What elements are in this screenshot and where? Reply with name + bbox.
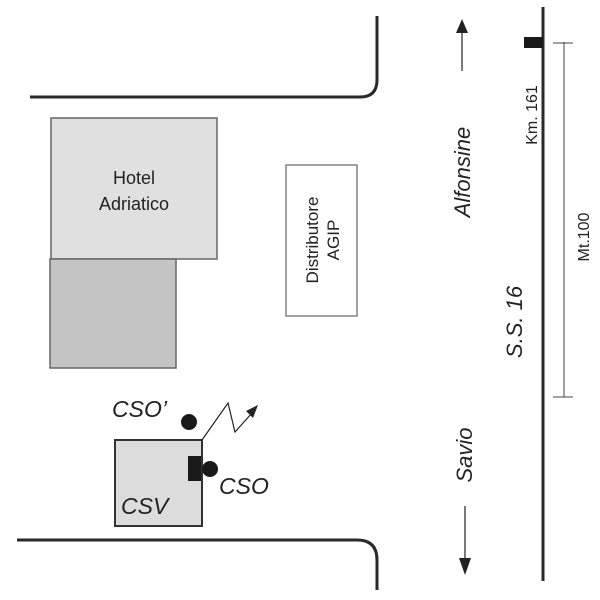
- cso-sensor-box: [188, 456, 201, 481]
- distributor-label-line2: AGIP: [324, 220, 343, 261]
- wireless-arrowhead-icon: [246, 405, 258, 418]
- km-marker-label: Km. 161: [524, 85, 541, 145]
- hotel-building: [50, 117, 218, 260]
- distance-label: Mt.100: [576, 212, 593, 261]
- upper-street-curb: [30, 16, 379, 99]
- hotel-annex-building: [49, 258, 177, 369]
- hotel-label-line2: Adriatico: [99, 194, 169, 214]
- cso-dot-icon: [202, 461, 218, 477]
- csv-label: CSV: [121, 493, 171, 519]
- lower-street-curb: [17, 538, 379, 590]
- hotel-label-line1: Hotel: [113, 168, 155, 188]
- road-name-label: S.S. 16: [502, 285, 527, 358]
- cso-prime-label: CSO’: [112, 396, 168, 422]
- direction-south-label: Savio: [452, 427, 477, 482]
- cso-label: CSO: [219, 473, 269, 499]
- south-arrow-icon: [459, 558, 471, 575]
- csv-building: [114, 439, 203, 527]
- direction-north-label: Alfonsine: [450, 127, 475, 220]
- km-marker-icon: [524, 37, 543, 48]
- cso-prime-dot-icon: [181, 414, 197, 430]
- distributor-building: [285, 164, 358, 317]
- wireless-link-icon: [201, 401, 253, 441]
- distributor-label-line1: Distributore: [303, 197, 322, 284]
- north-arrow-icon: [456, 19, 468, 33]
